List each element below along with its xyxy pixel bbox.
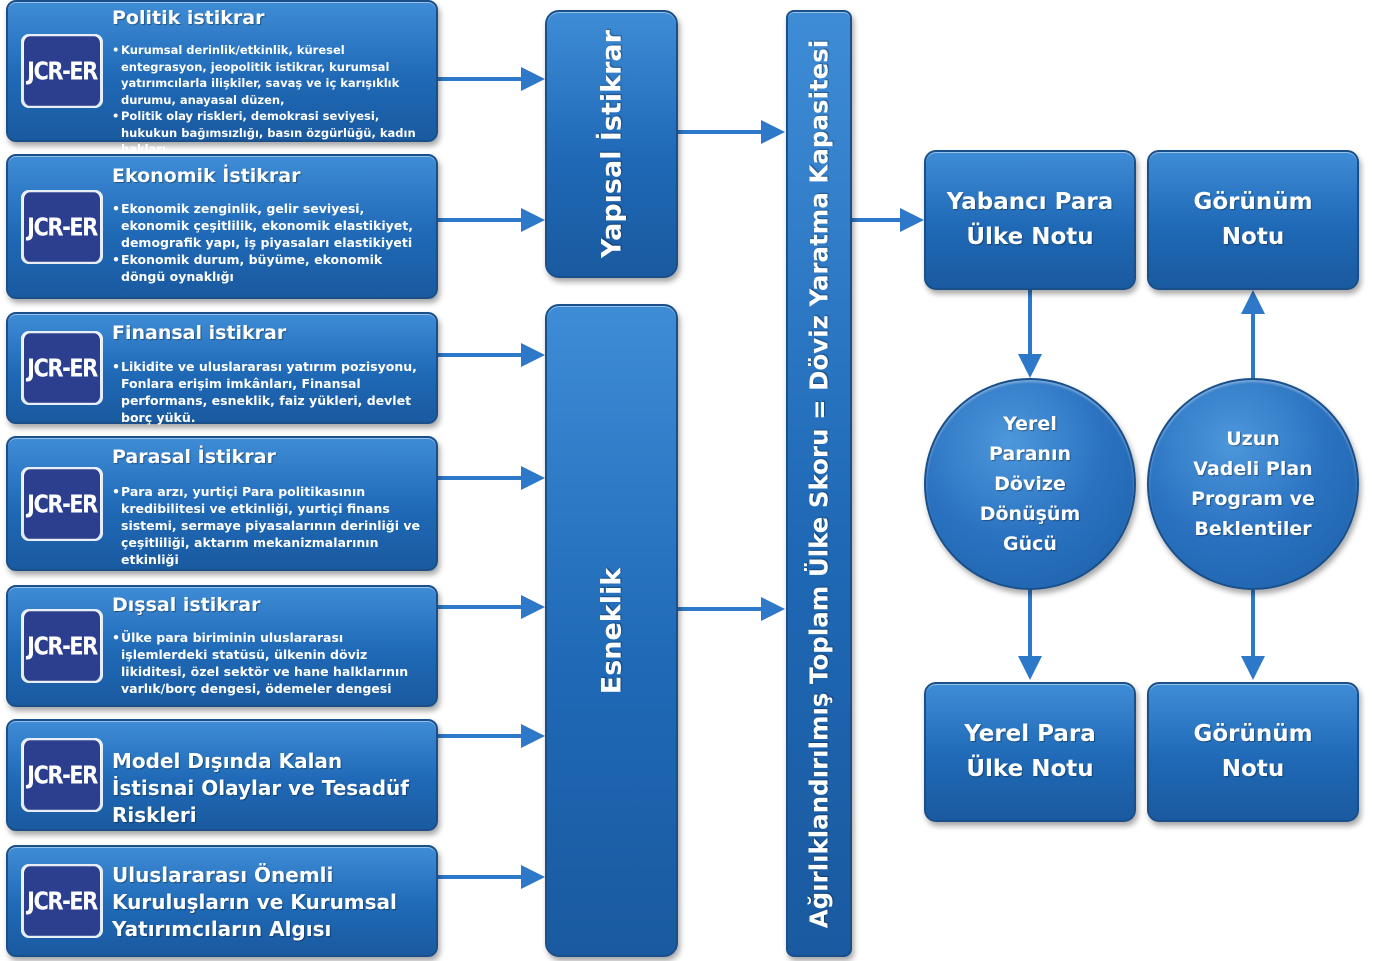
bullet-item: Kurumsal derinlik/etkinlik, küresel ente… <box>112 42 430 108</box>
box-title: Ekonomik İstikrar <box>112 165 301 187</box>
yerel-paranin-dovize-donusum-gucu-circle: Yerel Paranın Dövize Dönüşüm Gücü <box>924 378 1136 590</box>
bullet-item: Likidite ve uluslararası yatırım pozisyo… <box>112 358 430 426</box>
bullet-item: Politik olay riskleri, demokrasi seviyes… <box>112 108 430 158</box>
box-title: Parasal İstikrar <box>112 446 276 468</box>
parasal-istikrar-box: JCR-ER Parasal İstikrar Para arzı, yurti… <box>6 436 438 571</box>
circle-line: Dönüşüm <box>979 503 1081 525</box>
box-title: Finansal istikrar <box>112 322 287 344</box>
score-bar-label: Ağırlıklandırılmış Toplam Ülke Skoru = D… <box>804 39 834 928</box>
circle-line: Yerel <box>1003 413 1057 435</box>
bullet-item: Ekonomik zenginlik, gelir seviyesi, ekon… <box>112 200 430 251</box>
bullet-list: Kurumsal derinlik/etkinlik, küresel ente… <box>112 42 430 158</box>
esneklik-box: Esneklik <box>545 304 678 957</box>
jcr-er-logo: JCR-ER <box>21 609 103 683</box>
circle-line: Uzun <box>1226 428 1280 450</box>
logo-text: JCR-ER <box>24 740 100 810</box>
rbox-line: Ülke Notu <box>966 224 1094 250</box>
bullet-list: Likidite ve uluslararası yatırım pozisyo… <box>112 358 430 426</box>
uluslararasi-algi-box: JCR-ER Uluslararası Önemli Kuruluşların … <box>6 845 438 957</box>
rbox-line: Yabancı Para <box>946 189 1114 215</box>
uzun-vadeli-plan-circle: Uzun Vadeli Plan Program ve Beklentiler <box>1147 378 1359 590</box>
rbox-line: Görünüm <box>1193 189 1313 215</box>
jcr-er-logo: JCR-ER <box>21 331 103 405</box>
rbox-line: Yerel Para <box>964 721 1096 747</box>
bullet-item: Para arzı, yurtiçi Para politikasının kr… <box>112 483 430 568</box>
rbox-line: Notu <box>1221 224 1285 250</box>
yapisal-istikrar-label: Yapısal İstikrar <box>596 30 627 258</box>
jcr-er-logo: JCR-ER <box>21 738 103 812</box>
bullet-list: Ülke para biriminin uluslararası işlemle… <box>112 629 430 697</box>
circle-line: Dövize <box>994 473 1066 495</box>
rbox-line: Ülke Notu <box>966 756 1094 782</box>
rbox-line: Notu <box>1221 756 1285 782</box>
logo-text: JCR-ER <box>24 468 100 539</box>
circle-line: Program ve <box>1191 488 1315 510</box>
box-title: Politik istikrar <box>112 7 265 29</box>
jcr-er-logo: JCR-ER <box>21 864 103 938</box>
logo-text: JCR-ER <box>24 191 100 262</box>
jcr-er-logo: JCR-ER <box>21 34 103 108</box>
logo-text: JCR-ER <box>24 866 100 936</box>
bullet-list: Para arzı, yurtiçi Para politikasının kr… <box>112 483 430 568</box>
esneklik-label: Esneklik <box>596 567 627 694</box>
dissal-istikrar-box: JCR-ER Dışsal istikrar Ülke para birimin… <box>6 585 438 707</box>
circle-line: Paranın <box>988 443 1071 465</box>
finansal-istikrar-box: JCR-ER Finansal istikrar Likidite ve ulu… <box>6 312 438 426</box>
circle-line: Gücü <box>1003 533 1057 555</box>
logo-text: JCR-ER <box>24 333 100 403</box>
bullet-item: Ülke para biriminin uluslararası işlemle… <box>112 629 430 697</box>
score-bar: Ağırlıklandırılmış Toplam Ülke Skoru = D… <box>786 10 852 957</box>
bullet-list: Ekonomik zenginlik, gelir seviyesi, ekon… <box>112 200 430 285</box>
jcr-er-logo: JCR-ER <box>21 189 103 264</box>
box-title: Uluslararası Önemli Kuruluşların ve Kuru… <box>112 863 397 941</box>
ekonomik-istikrar-box: JCR-ER Ekonomik İstikrar Ekonomik zengin… <box>6 154 438 299</box>
logo-text: JCR-ER <box>24 611 100 681</box>
yapisal-istikrar-box: Yapısal İstikrar <box>545 10 678 278</box>
rbox-line: Görünüm <box>1193 721 1313 747</box>
circle-line: Vadeli Plan <box>1193 458 1313 480</box>
model-disi-riskler-box: JCR-ER Model Dışında Kalan İstisnai Olay… <box>6 719 438 831</box>
box-title: Dışsal istikrar <box>112 594 261 616</box>
circle-line: Beklentiler <box>1194 518 1312 540</box>
box-title: Model Dışında Kalan İstisnai Olaylar ve … <box>112 749 409 827</box>
logo-text: JCR-ER <box>24 36 100 106</box>
politik-istikrar-box: JCR-ER Politik istikrar Kurumsal derinli… <box>6 0 438 156</box>
jcr-er-logo: JCR-ER <box>21 466 103 541</box>
bullet-item: Ekonomik durum, büyüme, ekonomik döngü o… <box>112 251 430 285</box>
